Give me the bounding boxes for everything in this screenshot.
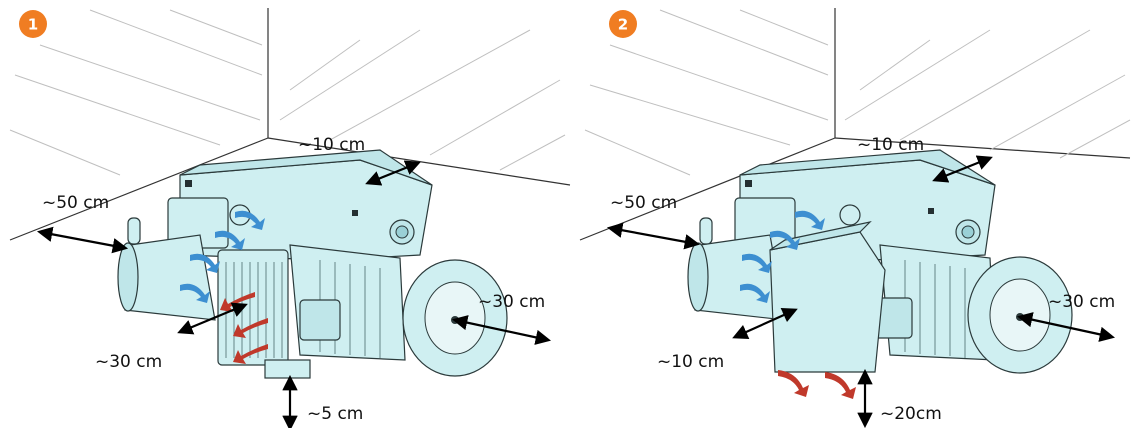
vacuum-pump-1 xyxy=(117,149,508,379)
clearance-left-label: ~50 cm xyxy=(610,193,677,213)
step-badge-1: 1 xyxy=(19,10,47,38)
clearance-top-label: ~10 cm xyxy=(298,135,365,155)
dimension-arrows-1 xyxy=(36,160,552,428)
room-walls-1 xyxy=(9,8,571,241)
clearance-front-label: ~30 cm xyxy=(95,352,162,372)
step-badge-number: 1 xyxy=(28,16,38,34)
clearance-left-label: ~50 cm xyxy=(42,193,109,213)
cool-air-arrows-1 xyxy=(180,210,265,303)
step-badge-number: 2 xyxy=(618,16,628,34)
panel-2: ~10 cm ~50 cm ~30 cm ~10 cm ~20cm 2 xyxy=(579,8,1131,428)
cool-air-arrows-2 xyxy=(740,210,825,303)
clearance-right-label: ~30 cm xyxy=(478,292,545,312)
clearance-bottom-label: ~5 cm xyxy=(307,404,363,424)
vacuum-pump-2 xyxy=(687,149,1073,374)
room-walls-2 xyxy=(579,8,1131,241)
clearance-front-label: ~10 cm xyxy=(657,352,724,372)
panel-1: ~10 cm ~50 cm ~30 cm ~30 cm ~5 cm 1 xyxy=(9,8,571,428)
clearance-right-label: ~30 cm xyxy=(1048,292,1115,312)
step-badge-2: 2 xyxy=(609,10,637,38)
dimension-arrows-2 xyxy=(606,155,1116,428)
clearance-bottom-label: ~20cm xyxy=(880,404,942,424)
clearance-top-label: ~10 cm xyxy=(857,135,924,155)
hot-air-arrows-2 xyxy=(778,370,856,399)
